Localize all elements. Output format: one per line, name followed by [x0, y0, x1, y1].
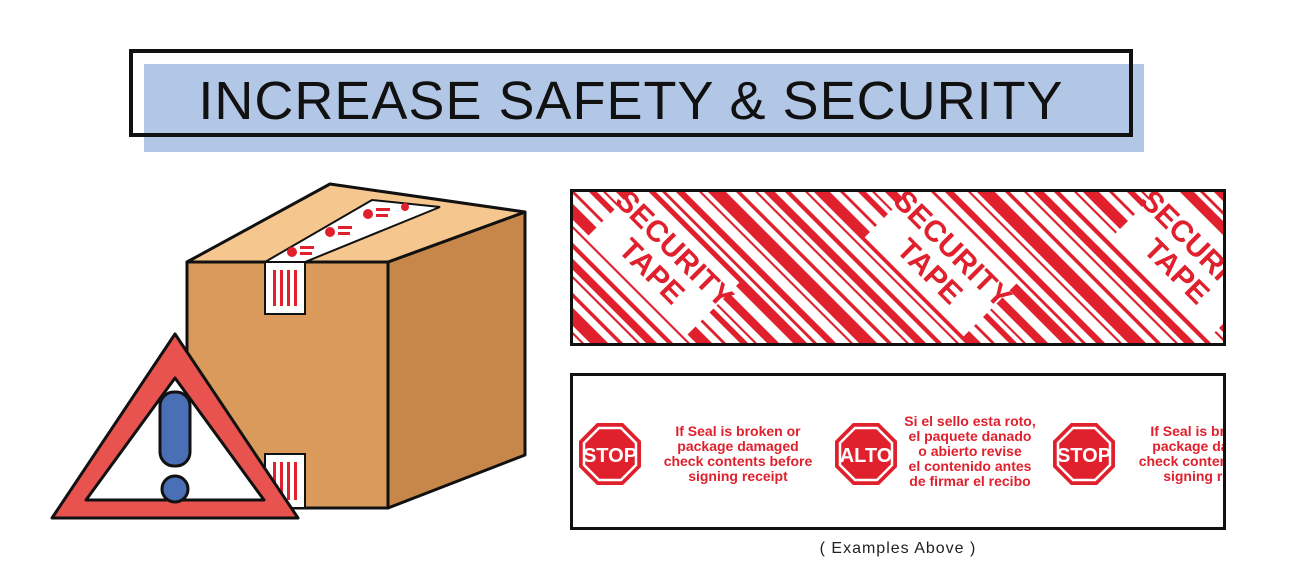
- tape-stripe: [785, 192, 942, 343]
- english-line-1: If Seal is broken or: [675, 423, 801, 439]
- security-tape-graphic: SECURITY TAPE SECURITY TAPE SECURITY TAP…: [573, 192, 1223, 343]
- alto-sign-icon: ALTO: [835, 423, 897, 485]
- security-tape-example: SECURITY TAPE SECURITY TAPE SECURITY TAP…: [570, 189, 1226, 346]
- spanish-line-3: o abierto revise: [918, 443, 1022, 459]
- stop-sign-icon-2: STOP: [1053, 423, 1115, 485]
- english-line-2: package damaged: [677, 438, 798, 454]
- tape-stripe: [1200, 192, 1223, 215]
- tape-stripe: [573, 308, 608, 343]
- alto-sign-label: ALTO: [840, 445, 893, 467]
- box-warning-illustration: [50, 182, 527, 520]
- banner-shadow: [144, 64, 1144, 152]
- english-line-3-repeat: check contents before: [1139, 453, 1223, 469]
- tape-stripe: [1180, 192, 1223, 235]
- tape-stripe: [736, 192, 892, 343]
- tape-stripe: [805, 192, 959, 343]
- stop-sign-icon: STOP: [579, 423, 641, 485]
- box-front-tape-top: [264, 261, 306, 315]
- tape-stripe: [1054, 192, 1211, 343]
- tape-stripe: [708, 192, 877, 343]
- tape-stripe: [755, 192, 909, 343]
- tape-stripe: [1024, 192, 1178, 343]
- box-side: [386, 210, 527, 510]
- stop-sign-label-1: STOP: [583, 445, 637, 467]
- english-line-4-repeat: signing receipt: [1163, 468, 1223, 484]
- tape-stripe: [1005, 192, 1161, 343]
- spanish-line-2: el paquete danado: [909, 428, 1032, 444]
- english-line-2-repeat: package damaged: [1152, 438, 1223, 454]
- spanish-line-1: Si el sello esta roto,: [904, 413, 1036, 429]
- tape-stripe: [573, 332, 584, 343]
- banner-frame: [129, 49, 1133, 137]
- tape-stripe: [699, 192, 853, 343]
- tape-stripe: [573, 243, 673, 343]
- tape-stripe: [676, 192, 836, 343]
- tape-stripe: [764, 192, 926, 343]
- tape-stripe: [945, 192, 1105, 343]
- tape-stripe: [662, 192, 817, 343]
- tape-stripe: [1214, 192, 1223, 201]
- tape-stripe: [573, 226, 690, 343]
- tape-stripe: [1033, 192, 1195, 343]
- tape-stripe: [931, 192, 1086, 343]
- stop-sign-label-2: STOP: [1057, 445, 1111, 467]
- exclamation-icon: [158, 390, 192, 468]
- tape-stripe: [573, 259, 657, 343]
- english-line-4: signing receipt: [688, 468, 788, 484]
- examples-caption: ( Examples Above ): [819, 540, 977, 557]
- tape-stripe: [573, 293, 623, 343]
- english-line-3: check contents before: [664, 453, 813, 469]
- tape-stripe: [968, 192, 1122, 343]
- tape-stripe: [977, 192, 1146, 343]
- stop-tape-example: STOP If Seal is broken or package damage…: [570, 373, 1226, 530]
- spanish-line-5: de firmar el recibo: [909, 473, 1030, 489]
- stop-tape-graphic: STOP If Seal is broken or package damage…: [579, 413, 1223, 489]
- tape-stripe: [573, 276, 640, 343]
- spanish-line-4: el contenido antes: [909, 458, 1032, 474]
- tape-marks: [287, 203, 409, 257]
- page-title: INCREASE SAFETY & SECURITY: [198, 71, 1064, 131]
- english-line-1-repeat: If Seal is broken or: [1150, 423, 1223, 439]
